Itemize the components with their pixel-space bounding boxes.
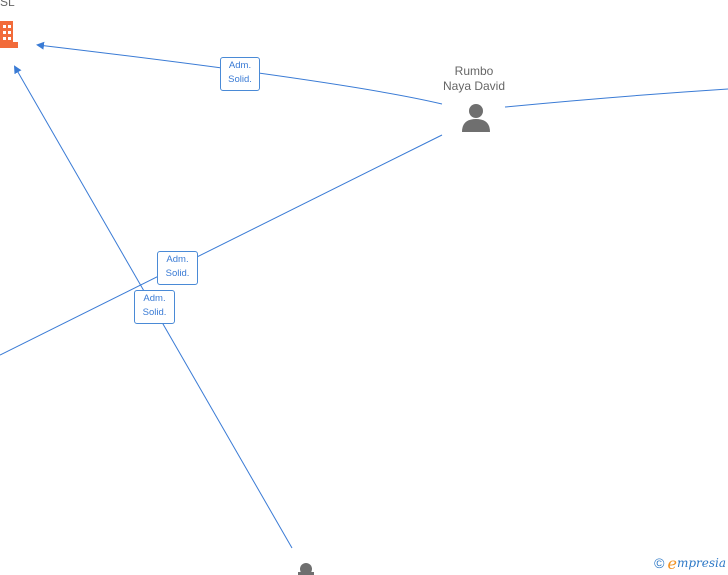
brand-logo-e: e [667, 553, 677, 573]
edge-person-to-left [0, 134, 443, 356]
edge-role-line1: Adm. [228, 60, 252, 71]
company-label[interactable]: SL [0, 0, 15, 9]
copyright-symbol: © [654, 555, 665, 571]
person-name-line2: Naya David [442, 79, 506, 93]
edge-person-to-company [36, 41, 443, 105]
edge-role-line2: Solid. [142, 307, 167, 318]
bottom-person-icon[interactable] [298, 563, 314, 575]
edge-label-person-company[interactable]: Adm. Solid. [220, 57, 260, 91]
building-icon[interactable] [0, 21, 18, 48]
person-name-line1: Rumbo [454, 64, 494, 78]
edge-role-line1: Adm. [143, 293, 166, 304]
edge-role-line2: Solid. [165, 268, 190, 279]
edge-role-line2: Solid. [228, 74, 252, 85]
edge-label-bottom-company[interactable]: Adm. Solid. [134, 290, 175, 324]
person-icon[interactable] [462, 104, 490, 132]
edge-person-to-right [504, 88, 728, 108]
edge-label-person-left[interactable]: Adm. Solid. [157, 251, 198, 285]
person-name-label[interactable]: Rumbo Naya David [436, 64, 512, 94]
edge-role-line1: Adm. [166, 254, 189, 265]
brand-logo-text: mpresia [676, 556, 726, 570]
